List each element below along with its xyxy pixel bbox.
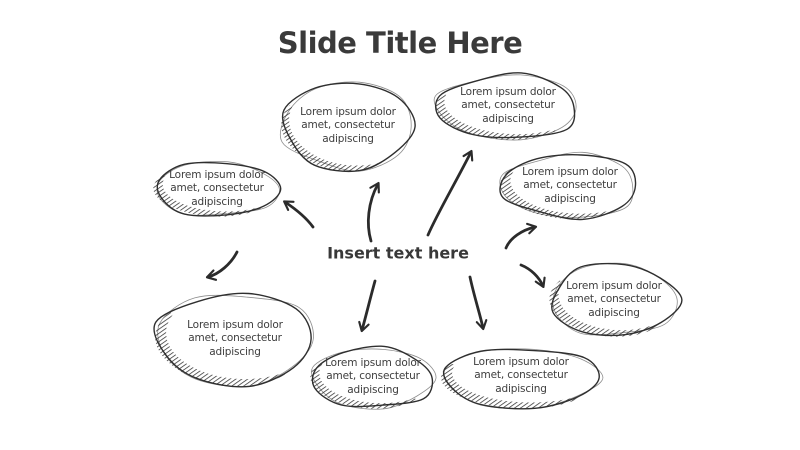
arrow-to-right (504, 222, 538, 250)
arrow-to-top-center (366, 181, 380, 243)
center-label: Insert text here (327, 243, 469, 263)
arrow-to-top-right (426, 149, 474, 237)
arrow-to-bottom-left (205, 250, 239, 281)
bubble-shading (549, 280, 663, 337)
bubble-shading (310, 362, 417, 409)
bubble-label-left: Lorem ipsum dolor amet, consectetur adip… (169, 169, 265, 208)
bubble-left (153, 160, 282, 217)
bubble-shading (435, 93, 556, 140)
bubble-label-far-right: Lorem ipsum dolor amet, consectetur adip… (566, 280, 662, 319)
slide-title: Slide Title Here (277, 26, 523, 60)
arrow-to-far-right (519, 263, 546, 289)
bubble-top-right (433, 72, 577, 141)
arrow-to-bottom-center (358, 279, 377, 333)
bubble-shading (155, 312, 286, 387)
bubble-bottom-center (310, 345, 437, 410)
bubble-label-bottom-right: Lorem ipsum dolor amet, consectetur adip… (473, 356, 569, 395)
arrow-to-bottom-right (468, 275, 488, 331)
bubble-shading (153, 175, 262, 217)
bubble-label-right: Lorem ipsum dolor amet, consectetur adip… (522, 166, 618, 205)
bubble-label-bottom-left: Lorem ipsum dolor amet, consectetur adip… (187, 319, 283, 358)
bubble-far-right (549, 262, 683, 337)
arrow-to-left (283, 200, 315, 229)
bubble-label-top-center: Lorem ipsum dolor amet, consectetur adip… (300, 106, 396, 145)
bubble-shading (440, 363, 584, 409)
bubble-bottom-right (440, 348, 604, 410)
bubble-label-bottom-center: Lorem ipsum dolor amet, consectetur adip… (325, 357, 421, 396)
bubble-top-center (279, 81, 416, 173)
bubble-label-top-right: Lorem ipsum dolor amet, consectetur adip… (460, 86, 556, 125)
bubble-shading (281, 105, 381, 172)
bubble-shading (500, 168, 610, 219)
bubble-bottom-left (153, 292, 314, 388)
bubble-right (499, 151, 637, 221)
